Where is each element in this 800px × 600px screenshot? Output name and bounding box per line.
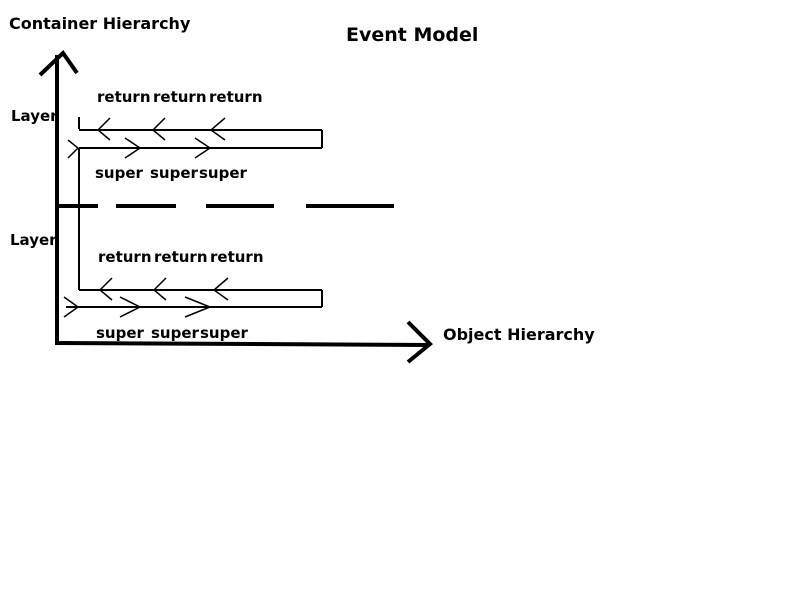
upper-return-arrow-1: [96, 117, 111, 141]
y-axis-arrowhead: [38, 49, 79, 77]
x-axis-line: [56, 341, 431, 347]
upper-super-label-3: super: [199, 164, 247, 182]
upper-super-label-1: super: [95, 164, 143, 182]
lower-super-arrow-0: [63, 296, 80, 318]
upper-layer-label: Layer: [11, 107, 58, 125]
upper-super-label-2: super: [150, 164, 198, 182]
lower-return-label-3: return: [210, 248, 264, 266]
lower-return-arrow-2: [152, 277, 167, 301]
upper-return-label-1: return: [97, 88, 151, 106]
upper-return-arrow-2: [151, 117, 166, 141]
lower-super-arrow-2: [184, 296, 213, 318]
x-axis-label: Object Hierarchy: [443, 325, 595, 344]
lower-layer-label: Layer: [10, 231, 57, 249]
lower-return-arrow-1: [98, 277, 113, 301]
lower-super-label-2: super: [151, 324, 199, 342]
lower-return-arrow-3: [212, 277, 229, 301]
lower-return-label-1: return: [98, 248, 152, 266]
lower-super-label-1: super: [96, 324, 144, 342]
upper-super-arrow-0: [67, 139, 80, 159]
upper-return-label-2: return: [153, 88, 207, 106]
y-axis-label: Container Hierarchy: [9, 14, 191, 33]
upper-return-arrow-3: [209, 117, 226, 141]
upper-return-label-3: return: [209, 88, 263, 106]
lower-super-arrow-1: [119, 296, 142, 318]
lower-super-label-3: super: [200, 324, 248, 342]
upper-layer-flow: [67, 117, 323, 159]
lower-return-label-2: return: [154, 248, 208, 266]
upper-super-arrow-2: [194, 137, 212, 159]
lower-layer-flow: [63, 277, 323, 318]
upper-super-arrow-1: [124, 137, 142, 159]
x-axis-arrowhead: [406, 320, 433, 364]
diagram-title: Event Model: [346, 24, 479, 46]
